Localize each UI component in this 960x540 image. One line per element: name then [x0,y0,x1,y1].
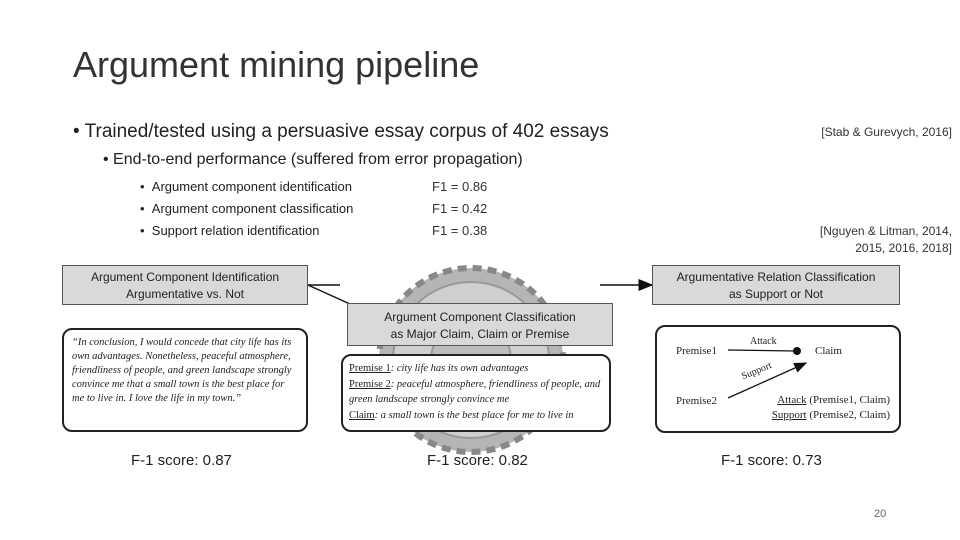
f1-relation: F1 = 0.38 [432,223,488,238]
box-relation-classification: Argumentative Relation Classification as… [652,265,900,305]
score-classification: F-1 score: 0.82 [427,452,528,469]
sub-bullet-relation: • Support relation identification [140,223,320,238]
support-edge [727,362,808,399]
attack-head-icon [793,347,801,355]
relation-support: Support (Premise2, Claim) [771,409,890,421]
box-component-identification: Argument Component Identification Argume… [62,265,308,305]
attack-edge [727,349,796,352]
graph-edge-attack-label: Attack [750,336,777,347]
sub-bullet-identification: • Argument component identification [140,179,352,194]
citation-stab: [Stab & Gurevych, 2016] [821,125,952,139]
relation-attack: Attack (Premise1, Claim) [777,394,890,406]
f1-identification: F1 = 0.86 [432,179,488,194]
graph-node-claim: Claim [815,345,842,357]
f1-classification: F1 = 0.42 [432,201,488,216]
sub-bullet-classification: • Argument component classification [140,201,354,216]
score-identification: F-1 score: 0.87 [131,452,232,469]
box-component-classification: Argument Component Classification as Maj… [347,303,613,346]
graph-node-premise1: Premise1 [676,345,717,357]
essay-excerpt: “In conclusion, I would concede that cit… [62,328,308,432]
classified-components: Premise 1: city life has its own advanta… [341,354,611,432]
slide-title: Argument mining pipeline [73,44,480,85]
relation-graph-box [655,325,901,433]
page-number: 20 [874,508,887,520]
bullet-corpus: • Trained/tested using a persuasive essa… [73,121,609,142]
bullet-performance: • End-to-end performance (suffered from … [103,151,523,168]
score-relation: F-1 score: 0.73 [721,452,822,469]
graph-node-premise2: Premise2 [676,395,717,407]
citation-nguyen: [Nguyen & Litman, 2014, 2015, 2016, 2018… [819,224,952,255]
bullet-corpus-text: Trained/tested using a persuasive essay … [84,121,609,142]
bullet-performance-text: End-to-end performance (suffered from er… [113,151,523,168]
